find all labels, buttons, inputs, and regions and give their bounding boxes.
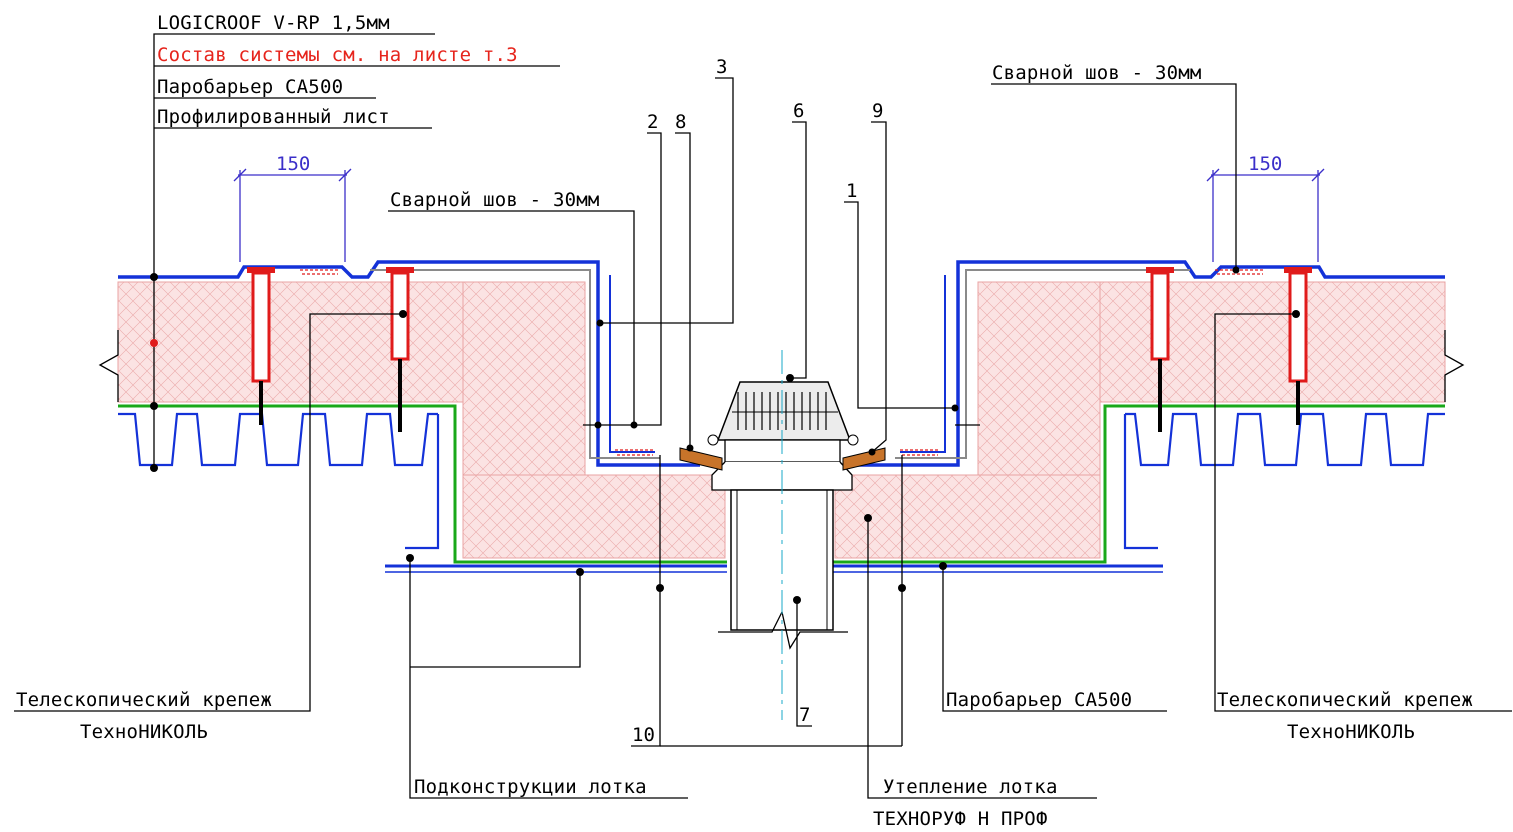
weld-seam-right-label: Сварной шов - 30мм (992, 62, 1202, 84)
weld-seams (300, 269, 1265, 456)
vapor-barrier-bottom-label: Паробарьер СА500 (946, 689, 1132, 711)
legend-system-reference: Состав системы см. на листе т.3 (157, 44, 518, 66)
callout-10: 10 (632, 724, 655, 746)
tray-substructure-label: Подконструкции лотка (414, 776, 647, 798)
dimension-left (233, 168, 352, 262)
fastener-left-brand: ТехноНИКОЛЬ (80, 721, 208, 743)
tray-base-plate (385, 564, 1163, 573)
callout-9: 9 (872, 100, 883, 122)
fastener-4 (1284, 267, 1312, 425)
profiled-deck-right (1123, 412, 1445, 550)
fastener-left-label: Телескопический крепеж (16, 689, 272, 711)
membrane-grey-layer (370, 269, 1190, 459)
legend-vapor-barrier: Паробарьер СА500 (157, 76, 343, 98)
dimension-right (1206, 168, 1325, 262)
fastener-1 (247, 267, 275, 425)
dimension-right-label: 150 (1248, 153, 1282, 175)
fastener-right-brand: ТехноНИКОЛЬ (1287, 721, 1415, 743)
callout-3: 3 (716, 56, 727, 78)
leader-lines (14, 33, 1512, 799)
profiled-deck-left (118, 412, 440, 550)
callout-7: 7 (799, 704, 810, 726)
break-lines (98, 330, 1465, 402)
legend-profiled-deck: Профилированный лист (157, 106, 390, 128)
vapor-barrier (118, 404, 1445, 564)
roof-membrane (118, 260, 1445, 467)
roof-drain-funnel (711, 350, 853, 720)
callout-1: 1 (846, 180, 857, 202)
legend-membrane: LOGICROOF V-RP 1,5мм (157, 12, 390, 34)
insulation-layer (117, 281, 1446, 559)
weld-seam-center-label: Сварной шов - 30мм (390, 189, 600, 211)
fastener-right-label: Телескопический крепеж (1217, 689, 1473, 711)
callout-8: 8 (675, 111, 686, 133)
callout-6: 6 (793, 100, 804, 122)
callout-2: 2 (647, 111, 658, 133)
fastener-3 (1146, 267, 1174, 432)
telescopic-fasteners (247, 267, 1312, 432)
tray-insulation-product: ТЕХНОРУФ Н ПРОФ (873, 808, 1048, 830)
dimension-left-label: 150 (276, 153, 310, 175)
tray-insulation-label: Утепление лотка (883, 776, 1058, 798)
